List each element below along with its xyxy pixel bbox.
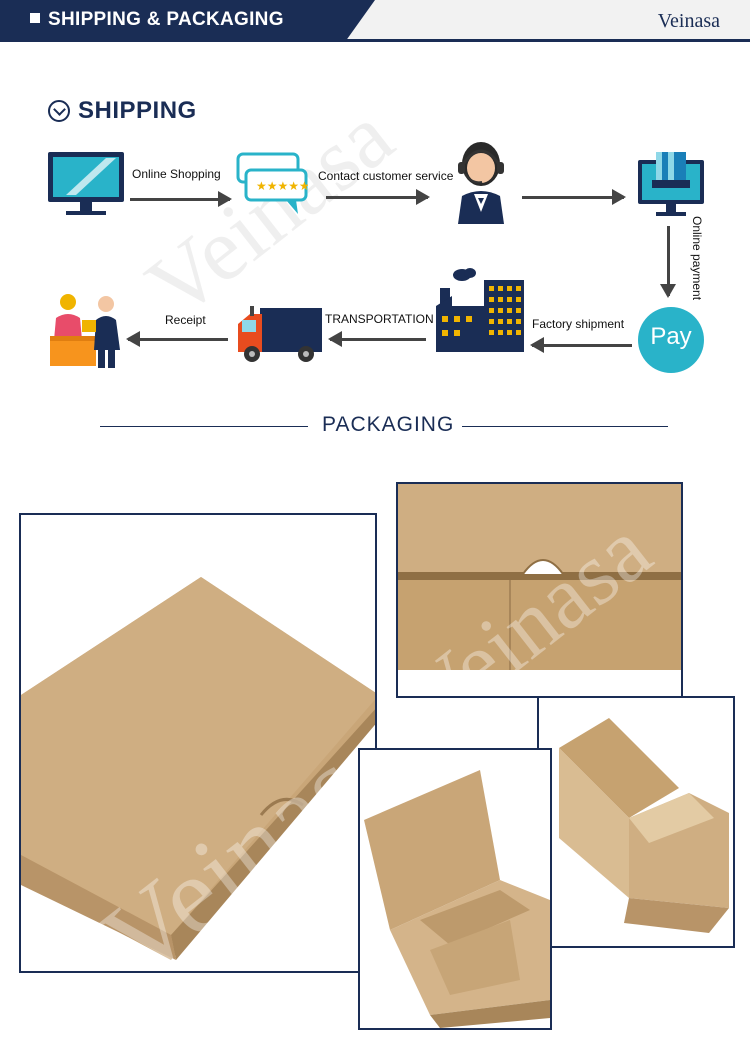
box-closeup-drawing (398, 484, 681, 696)
arrow-1 (130, 191, 232, 207)
label-online-shopping: Online Shopping (132, 167, 221, 181)
payment-monitor-icon (638, 152, 704, 216)
arrow-3 (522, 189, 626, 205)
customer-service-agent-icon (458, 142, 504, 224)
shipping-heading: SHIPPING (48, 97, 197, 125)
product-photo-open-box-right (537, 696, 735, 948)
arrow-4 (530, 337, 632, 353)
product-photo-open-box-center (358, 748, 552, 1030)
section-title: SHIPPING & PACKAGING (30, 9, 284, 31)
product-photo-closed-box: Veinasa (19, 513, 377, 973)
arrow-down (660, 226, 676, 298)
pay-badge-icon (638, 307, 704, 373)
packaging-divider-left (100, 426, 308, 427)
truck-icon (238, 306, 322, 362)
arrow-5 (328, 331, 426, 347)
receipt-people-icon (50, 294, 120, 368)
label-receipt: Receipt (165, 313, 206, 327)
header-banner-dark (0, 0, 375, 42)
square-bullet-icon (30, 13, 40, 23)
label-factory-shipment: Factory shipment (532, 317, 625, 331)
product-photo-box-closeup: Veinasa (396, 482, 683, 698)
brand-name: Veinasa (657, 10, 720, 32)
arrow-6 (126, 331, 228, 347)
label-transportation: TRANSPORTATION (325, 312, 434, 326)
svg-text:★★★★★: ★★★★★ (256, 179, 308, 193)
open-box-right-drawing (559, 718, 729, 933)
open-box-center-drawing (364, 770, 550, 1028)
header-banner: SHIPPING & PACKAGING Veinasa (0, 0, 750, 42)
shipping-title: SHIPPING (78, 97, 197, 124)
chat-bubbles-icon: ★★★★★ (236, 152, 308, 214)
packaging-title: PACKAGING (322, 413, 455, 436)
chevron-circle-icon (48, 100, 70, 122)
packaging-divider-right (462, 426, 668, 427)
label-online-payment: Online payment (690, 216, 704, 301)
closed-box-drawing (21, 577, 375, 960)
pay-badge-label: Pay (650, 323, 692, 350)
section-title-text: SHIPPING & PACKAGING (48, 9, 284, 30)
label-contact-service: Contact customer service (318, 169, 454, 183)
factory-icon (436, 268, 524, 352)
arrow-2 (326, 189, 430, 205)
computer-icon (48, 152, 124, 215)
